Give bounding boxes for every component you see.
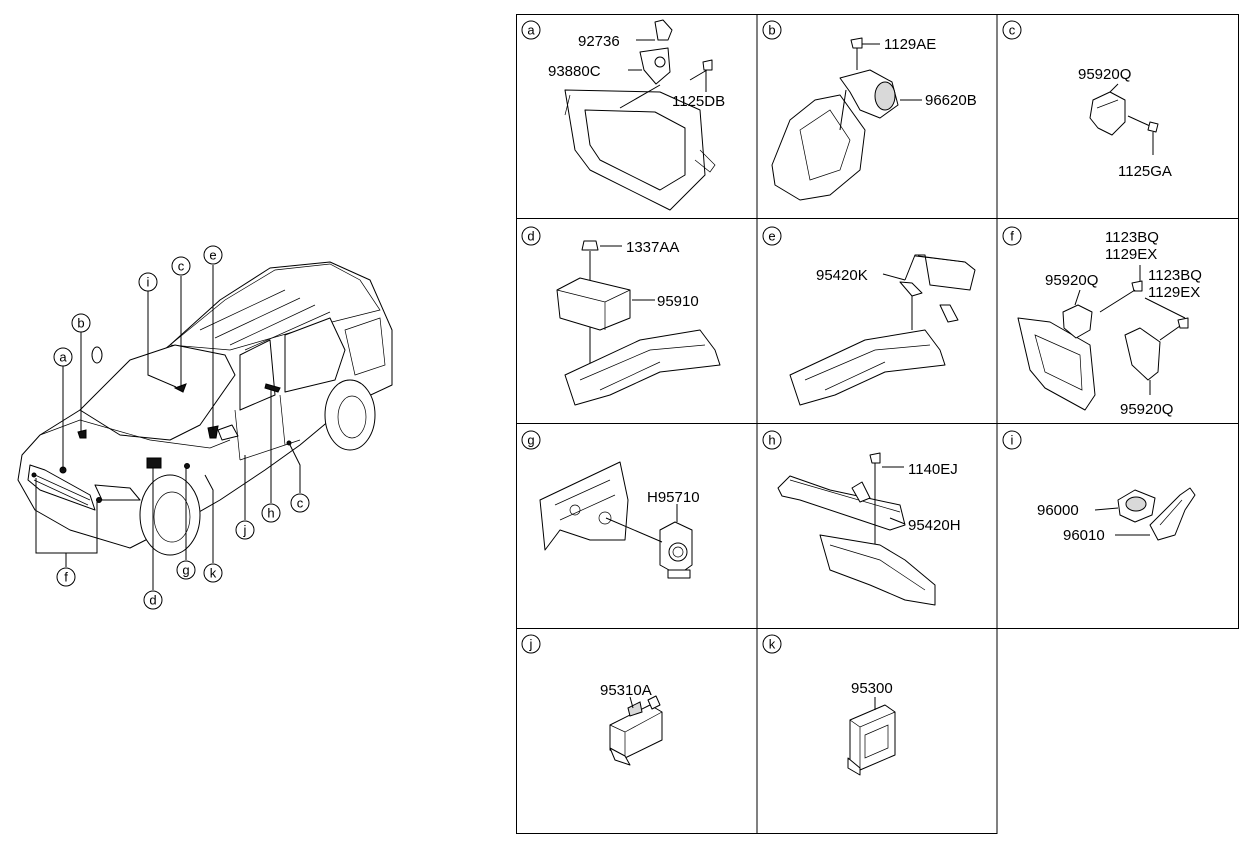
panel-d: d 1337AA 95910: [521, 226, 721, 406]
panel-c: c 95920Q 1125GA: [1002, 20, 1172, 180]
panel-b-letter: b: [768, 23, 775, 38]
svg-text:f: f: [64, 570, 68, 585]
panel-h-letter: h: [768, 433, 775, 448]
vehicle-callout-h[interactable]: h: [261, 503, 281, 523]
svg-text:j: j: [243, 523, 247, 538]
panel-d-letter: d: [527, 229, 534, 244]
vehicle-callout-f[interactable]: f: [56, 567, 76, 587]
svg-text:i: i: [147, 275, 150, 290]
part-label-95420K: 95420K: [816, 267, 868, 284]
part-label-96010: 96010: [1063, 527, 1105, 544]
vehicle-callout-g[interactable]: g: [176, 560, 196, 580]
panel-k: k 95300: [762, 634, 896, 776]
panel-a-letter: a: [527, 23, 535, 38]
panel-grid: [516, 14, 1239, 834]
part-label-95310A: 95310A: [600, 682, 652, 699]
panel-e-letter: e: [768, 229, 775, 244]
part-label-1125DB: 1125DB: [672, 93, 725, 110]
panel-h: h 1140EJ 95420H: [762, 430, 961, 606]
svg-text:e: e: [209, 248, 216, 263]
svg-text:h: h: [267, 506, 274, 521]
panel-c-letter: c: [1009, 23, 1016, 38]
part-label-1129AE: 1129AE: [884, 36, 936, 53]
svg-text:b: b: [77, 316, 84, 331]
part-label-1123BQ-2: 1123BQ: [1148, 267, 1202, 284]
part-label-95910: 95910: [657, 293, 699, 310]
panel-j: j 95310A: [521, 634, 663, 766]
part-label-95420H: 95420H: [908, 517, 961, 534]
vehicle-callout-a[interactable]: a: [53, 347, 73, 367]
part-label-1337AA: 1337AA: [626, 239, 679, 256]
part-label-96000: 96000: [1037, 502, 1079, 519]
part-label-1123BQ-1: 1123BQ: [1105, 229, 1159, 246]
part-label-95300: 95300: [851, 680, 893, 697]
part-label-93880C: 93880C: [548, 63, 601, 80]
panel-g: g H95710: [521, 430, 700, 579]
panel-a: a 92736 93880C 1125DB: [521, 19, 725, 211]
panel-k-letter: k: [769, 637, 776, 652]
panel-j-letter: j: [529, 637, 533, 652]
part-label-95920Q-1: 95920Q: [1045, 272, 1098, 289]
vehicle-callout-c[interactable]: c: [171, 256, 191, 276]
part-label-1129EX-1: 1129EX: [1105, 246, 1157, 263]
part-label-1125GA: 1125GA: [1118, 163, 1172, 180]
panel-f-letter: f: [1010, 229, 1014, 244]
svg-text:c: c: [297, 496, 304, 511]
part-label-H95710: H95710: [647, 489, 700, 506]
panel-i-letter: i: [1011, 433, 1014, 448]
svg-text:g: g: [182, 563, 189, 578]
part-label-1129EX-2: 1129EX: [1148, 284, 1200, 301]
panel-f: f 1123BQ 1129EX 95920Q 1123BQ 1129EX 959…: [1002, 226, 1202, 418]
panel-g-letter: g: [527, 433, 534, 448]
vehicle-callout-i[interactable]: i: [138, 272, 158, 292]
vehicle-callout-c-rear[interactable]: c: [290, 493, 310, 513]
part-label-95920Q: 95920Q: [1078, 66, 1131, 83]
vehicle-illustration: a b c d e f g h i j k c: [17, 245, 393, 610]
panel-i: i 96000 96010: [1002, 430, 1196, 544]
svg-text:k: k: [210, 566, 217, 581]
svg-text:d: d: [149, 593, 156, 608]
vehicle-callout-d[interactable]: d: [143, 590, 163, 610]
part-label-92736: 92736: [578, 33, 620, 50]
vehicle-callout-j[interactable]: j: [235, 520, 255, 540]
vehicle-callout-e[interactable]: e: [203, 245, 223, 265]
panel-e: e 95420K: [762, 226, 976, 406]
svg-text:a: a: [59, 350, 67, 365]
part-label-96620B: 96620B: [925, 92, 977, 109]
part-label-95920Q-2: 95920Q: [1120, 401, 1173, 418]
part-label-1140EJ: 1140EJ: [908, 461, 958, 478]
vehicle-callout-k[interactable]: k: [203, 563, 223, 583]
panel-b: b 1129AE 96620B: [762, 20, 977, 201]
vehicle-callout-b[interactable]: b: [71, 313, 91, 333]
svg-text:c: c: [178, 259, 185, 274]
